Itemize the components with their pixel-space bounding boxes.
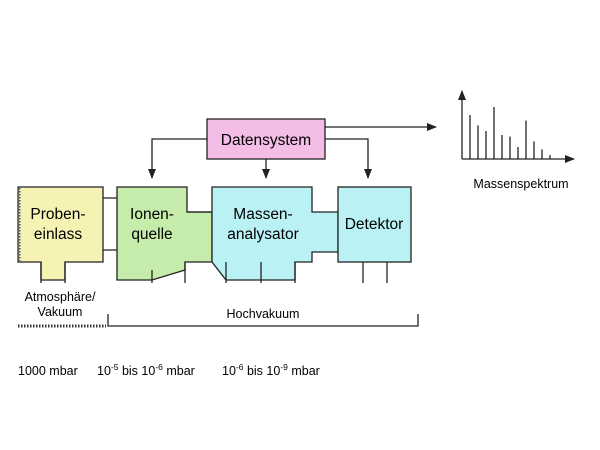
ionenquelle-block: Ionen- quelle [116, 186, 213, 281]
pressure-range-hochvakuum: 10-6 bis 10-9 mbar [222, 362, 320, 378]
probeneinlass-label-2: einlass [34, 226, 82, 243]
detektor-block: Detektor [337, 186, 412, 263]
probeneinlass-block: Proben- einlass [17, 186, 104, 281]
detektor-label: Detektor [345, 216, 404, 233]
probeneinlass-label-1: Proben- [30, 206, 85, 223]
mass-spectrum: Massenspektrum [458, 90, 575, 191]
atmosphere-label-1: Atmosphäre/ [25, 290, 96, 304]
pressure-range-ionenquelle: 10-5 bis 10-6 mbar [97, 362, 195, 378]
ionenquelle-label-1: Ionen- [130, 206, 174, 223]
massenanalysator-block: Massen- analysator [187, 186, 339, 281]
datensystem-block: Datensystem [206, 118, 326, 160]
data-arrows [148, 123, 437, 179]
datensystem-label: Datensystem [221, 132, 311, 149]
arrow-to-ionenquelle [148, 138, 207, 179]
atmosphere-label-2: Vakuum [38, 305, 83, 319]
pressure-labels: 1000 mbar 10-5 bis 10-6 mbar 10-6 bis 10… [18, 362, 320, 378]
hochvakuum-label: Hochvakuum [227, 307, 300, 321]
massenanalysator-label-2: analysator [227, 226, 299, 243]
vacuum-zones: Atmosphäre/ Vakuum Hochvakuum [18, 290, 419, 328]
arrow-to-detektor [325, 138, 372, 179]
massenanalysator-label-1: Massen- [233, 206, 292, 223]
ionenquelle-label-2: quelle [131, 226, 172, 243]
hochvakuum-bracket [107, 314, 419, 327]
pressure-1000-mbar: 1000 mbar [18, 364, 78, 378]
pump-ports [40, 262, 388, 283]
spectrum-label: Massenspektrum [473, 177, 568, 191]
connector-inlet-source [103, 197, 117, 251]
